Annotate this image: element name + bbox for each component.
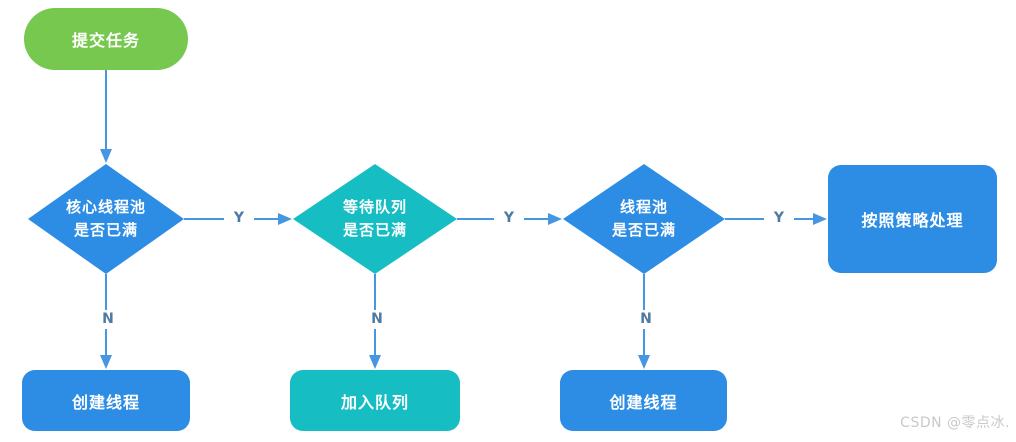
start-node-label: 提交任务 (71, 31, 140, 50)
create-thread-node-2: 创建线程 (560, 370, 727, 431)
edge-label-yes-3: Y (764, 209, 794, 228)
arrowhead-down-icon (369, 355, 381, 369)
join-queue-node: 加入队列 (290, 370, 460, 431)
create-thread-node-1: 创建线程 (22, 370, 190, 431)
policy-node: 按照策略处理 (828, 165, 997, 273)
decision3-diamond (563, 164, 725, 274)
arrowhead-right-icon (548, 213, 562, 225)
arrowhead-down-icon (638, 355, 650, 369)
decision1-diamond (28, 164, 184, 274)
edge-label-yes-2: Y (494, 209, 524, 228)
watermark-text: CSDN @零点冰. (900, 415, 1010, 431)
arrowhead-right-icon (278, 213, 292, 225)
create-thread-node-2-label: 创建线程 (609, 392, 678, 412)
edge-label-yes-1: Y (224, 209, 254, 228)
policy-node-label: 按照策略处理 (861, 211, 964, 230)
arrowhead-down-icon (100, 149, 112, 163)
join-queue-node-label: 加入队列 (340, 392, 409, 412)
edge-label-no-1: N (93, 310, 123, 329)
arrowhead-right-icon (813, 213, 827, 225)
decision2-diamond (293, 164, 457, 274)
edge-label-no-2: N (362, 310, 392, 329)
start-node: 提交任务 (24, 8, 188, 70)
edge-label-no-3: N (631, 310, 661, 329)
arrowhead-down-icon (100, 355, 112, 369)
create-thread-node-1-label: 创建线程 (71, 392, 140, 412)
